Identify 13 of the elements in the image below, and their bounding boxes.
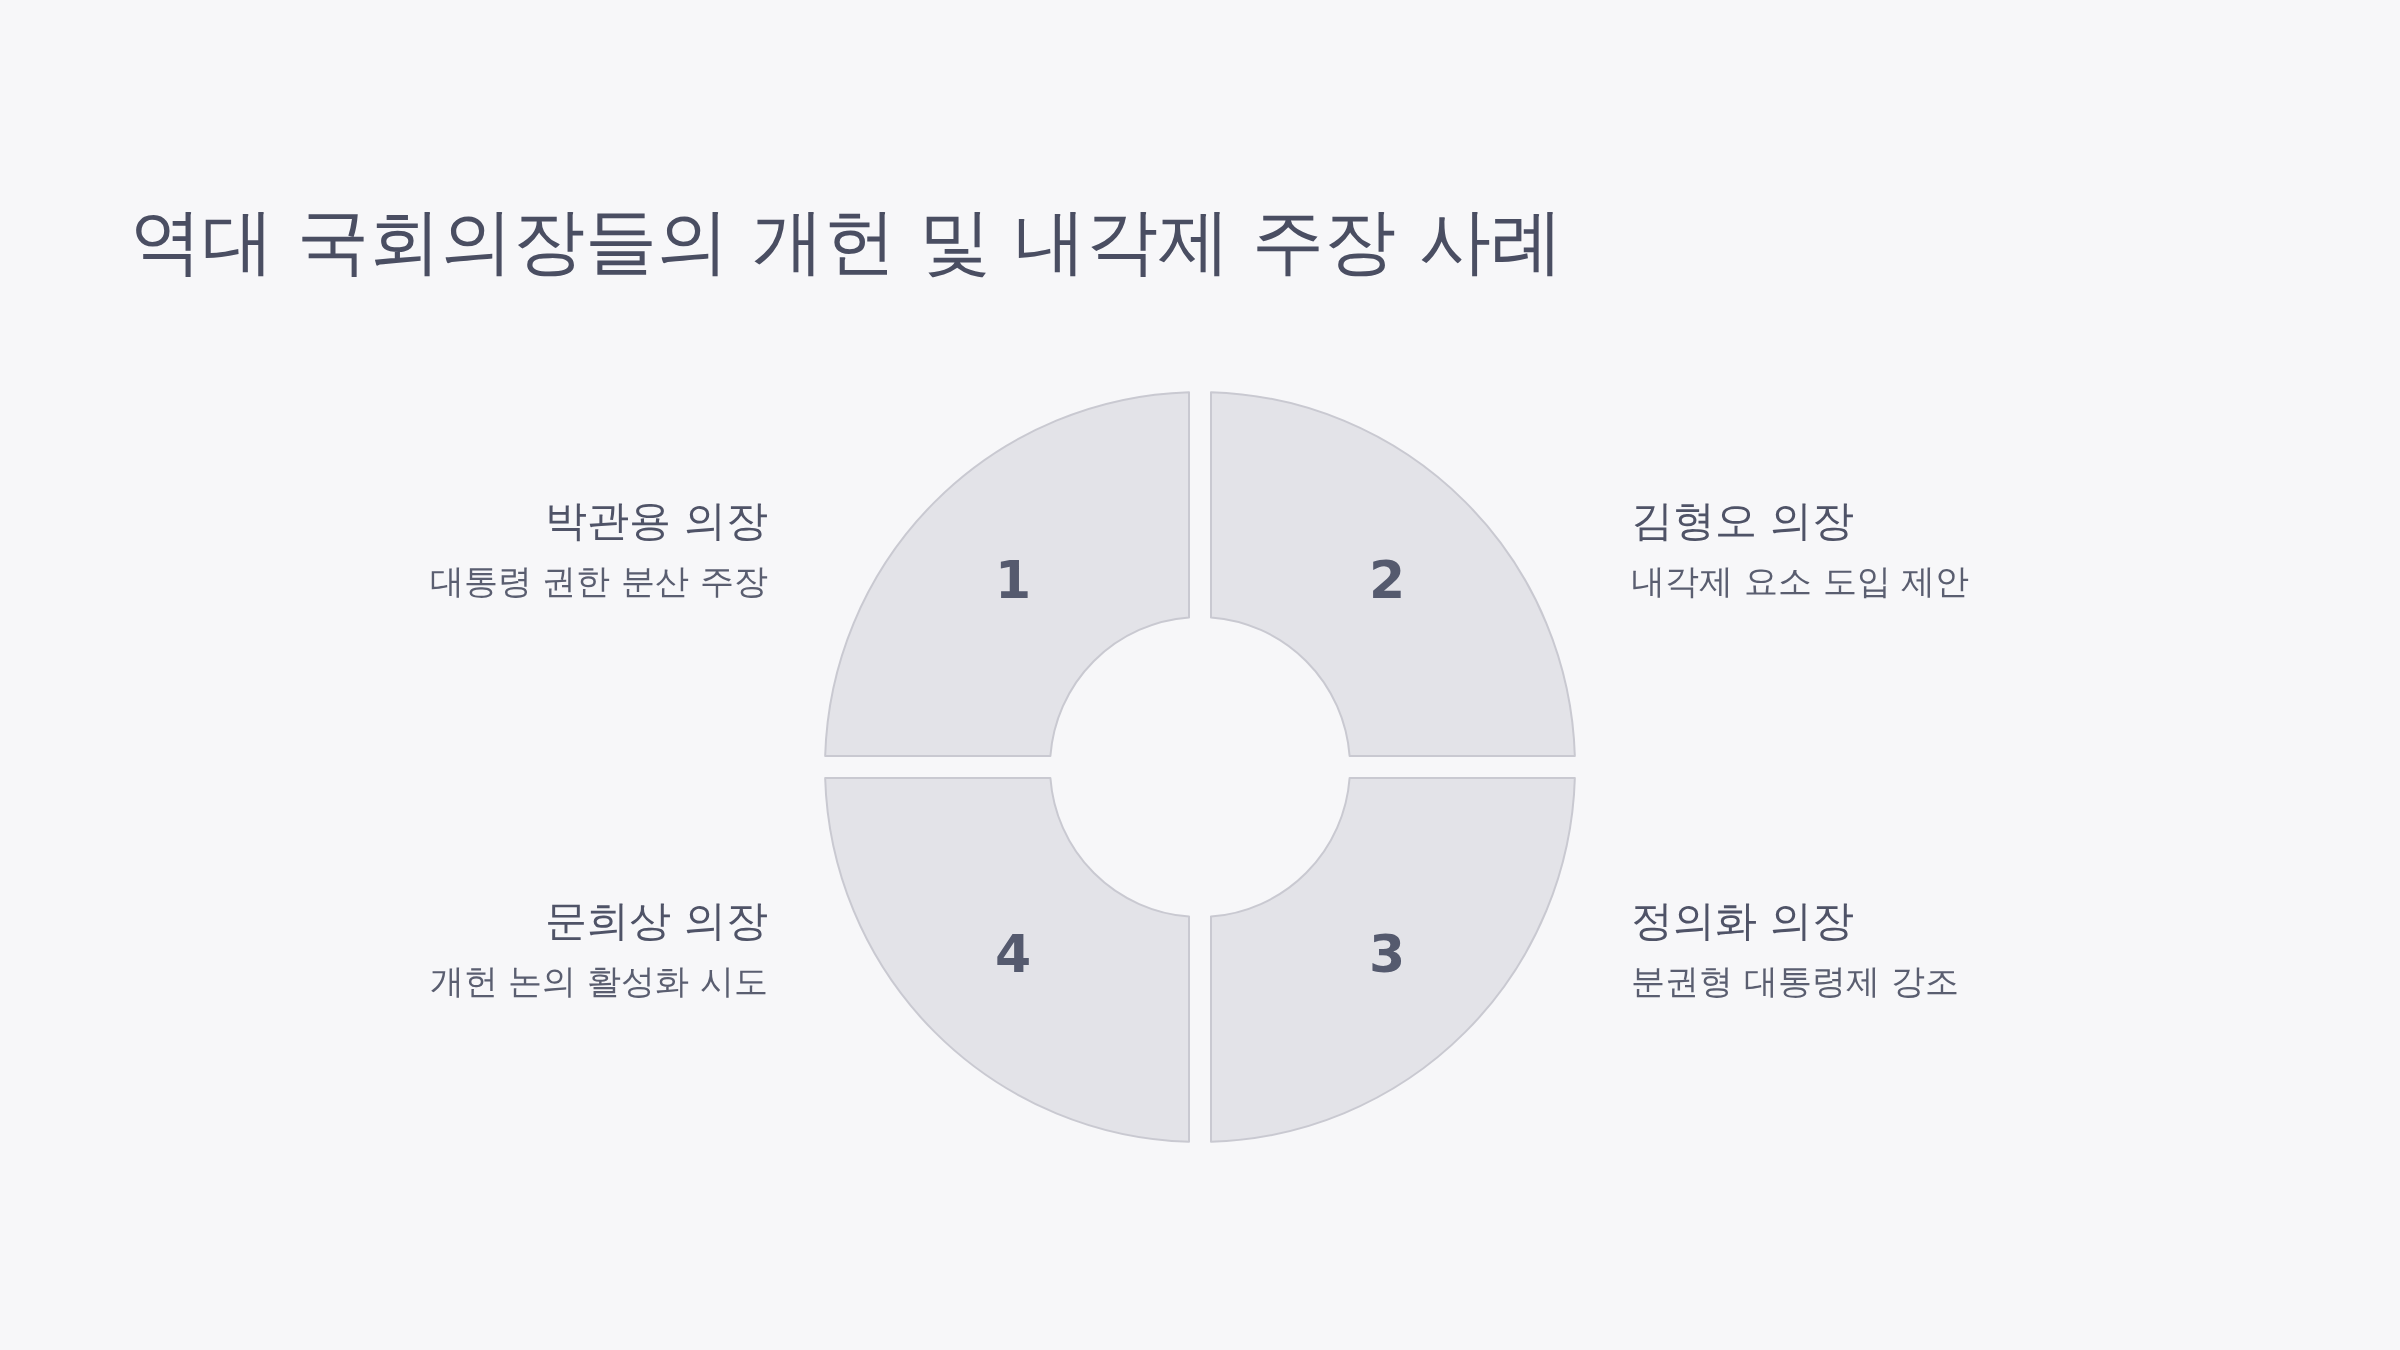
- speaker-name: 정의화 의장: [1631, 900, 1855, 942]
- step-number: 3: [1368, 928, 1406, 980]
- speaker-name: 김형오 의장: [1631, 500, 1855, 542]
- title: 역대 국회의장들의 개헌 및 내각제 주장 사례: [130, 205, 1564, 277]
- speaker-name: 문희상 의장: [544, 900, 768, 942]
- description: 개헌 논의 활성화 시도: [429, 964, 768, 998]
- step-number: 2: [1368, 554, 1406, 606]
- description: 대통령 권한 분산 주장: [429, 564, 768, 598]
- description: 내각제 요소 도입 제안: [1631, 564, 1970, 598]
- speaker-name: 박관용 의장: [544, 500, 768, 542]
- step-number: 4: [994, 928, 1032, 980]
- step-number: 1: [994, 554, 1032, 606]
- description: 분권형 대통령제 강조: [1631, 964, 1959, 998]
